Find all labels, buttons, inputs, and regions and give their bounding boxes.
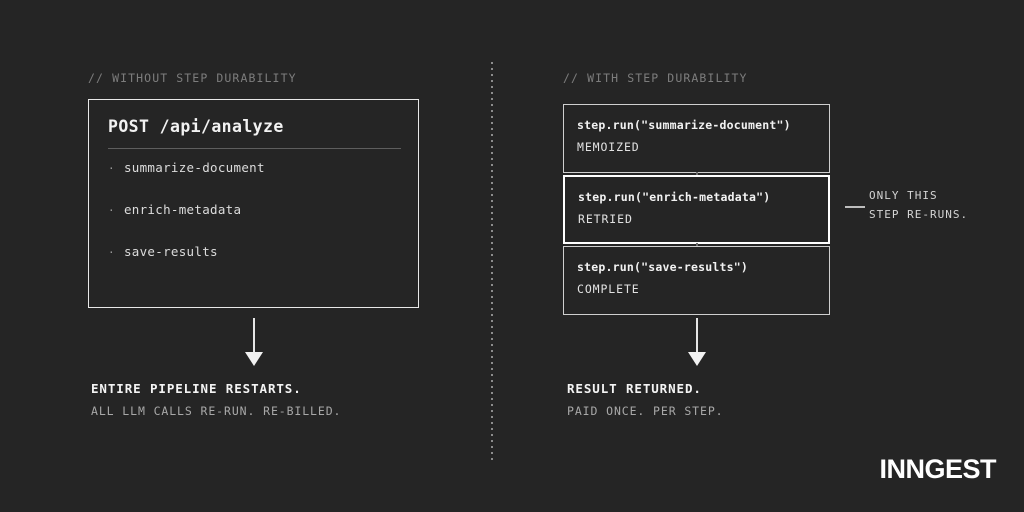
step-call-label: step.run("summarize-document") bbox=[577, 118, 791, 132]
step-box-enrich-metadata: step.run("enrich-metadata") RETRIED bbox=[563, 175, 830, 244]
list-item-label: enrich-metadata bbox=[123, 202, 242, 217]
list-item-label: save-results bbox=[123, 244, 218, 259]
list-item-label: summarize-document bbox=[123, 160, 265, 175]
step-box-save-results: step.run("save-results") COMPLETE bbox=[563, 246, 830, 315]
left-outcome-caption: ENTIRE PIPELINE RESTARTS. ALL LLM CALLS … bbox=[91, 381, 341, 418]
arrow-shaft bbox=[696, 318, 698, 354]
callout-line-2: STEP RE-RUNS. bbox=[869, 208, 969, 221]
step-status-badge: MEMOIZED bbox=[577, 140, 640, 154]
caption-secondary: PAID ONCE. PER STEP. bbox=[567, 404, 724, 418]
arrow-shaft bbox=[253, 318, 255, 354]
down-arrow-icon bbox=[688, 318, 706, 366]
bullet-icon: · bbox=[108, 162, 115, 175]
list-item: · summarize-document bbox=[108, 160, 400, 202]
step-box-summarize-document: step.run("summarize-document") MEMOIZED bbox=[563, 104, 830, 173]
list-item: · save-results bbox=[108, 244, 400, 286]
right-outcome-caption: RESULT RETURNED. PAID ONCE. PER STEP. bbox=[567, 381, 723, 418]
callout-annotation: ONLY THIS STEP RE-RUNS. bbox=[869, 186, 968, 224]
column-divider bbox=[491, 62, 493, 462]
step-call-label: step.run("enrich-metadata") bbox=[578, 190, 771, 204]
step-status-badge: COMPLETE bbox=[577, 282, 640, 296]
pipeline-step-list: · summarize-document · enrich-metadata ·… bbox=[108, 160, 400, 286]
arrow-head bbox=[688, 352, 706, 366]
caption-primary: ENTIRE PIPELINE RESTARTS. bbox=[91, 381, 302, 396]
title-divider-rule bbox=[108, 148, 401, 149]
endpoint-title: POST /api/analyze bbox=[108, 117, 284, 136]
inngest-logo: INNGEST bbox=[879, 454, 996, 484]
bullet-icon: · bbox=[108, 204, 115, 217]
monolithic-pipeline-box: POST /api/analyze · summarize-document ·… bbox=[88, 99, 419, 308]
step-call-label: step.run("save-results") bbox=[577, 260, 748, 274]
arrow-head bbox=[245, 352, 263, 366]
callout-line-1: ONLY THIS bbox=[869, 189, 938, 202]
bullet-icon: · bbox=[108, 246, 115, 259]
left-column-comment: // WITHOUT STEP DURABILITY bbox=[88, 71, 297, 85]
callout-leader-line bbox=[845, 206, 865, 208]
list-item: · enrich-metadata bbox=[108, 202, 400, 244]
caption-secondary: ALL LLM CALLS RE-RUN. RE-BILLED. bbox=[91, 404, 342, 418]
down-arrow-icon bbox=[245, 318, 263, 366]
caption-primary: RESULT RETURNED. bbox=[567, 381, 702, 396]
step-status-badge: RETRIED bbox=[578, 212, 633, 226]
right-column-comment: // WITH STEP DURABILITY bbox=[563, 71, 748, 85]
